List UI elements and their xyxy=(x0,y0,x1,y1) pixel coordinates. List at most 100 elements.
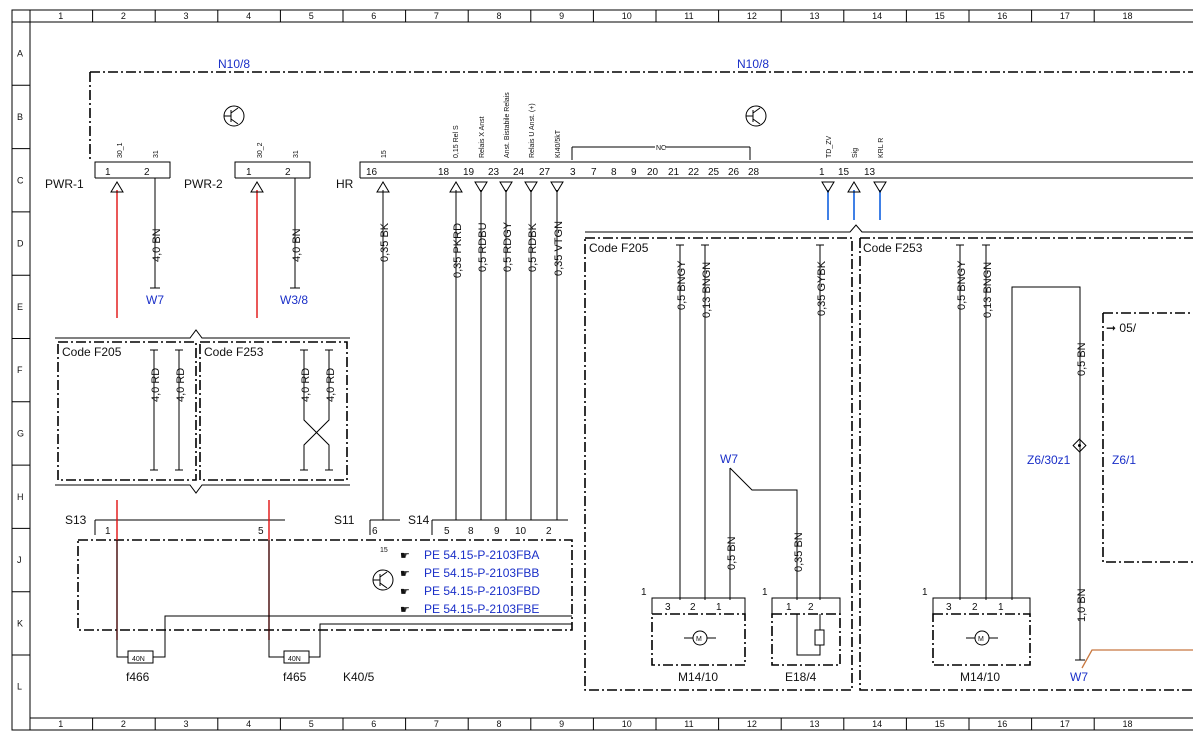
pin-number: 18 xyxy=(438,167,450,178)
wire-label: 0,35 GYBK xyxy=(816,260,828,316)
grid-column-label: 2 xyxy=(121,11,126,21)
component-pin-label: 1 xyxy=(922,587,928,598)
ground-w7-b: W7 xyxy=(720,452,738,466)
pin-name: 30_2 xyxy=(257,142,264,158)
wire-label: 4,0 RD xyxy=(300,368,312,402)
grid-column-label: 13 xyxy=(810,11,820,21)
s13-label: S13 xyxy=(65,513,87,527)
pin-number: 1 xyxy=(819,167,825,178)
pin-name: 31 xyxy=(293,150,300,158)
reference-link[interactable]: ☛ PE 54.15-P-2103FBE xyxy=(400,602,539,616)
code-f253-left-label: Code F253 xyxy=(204,345,264,359)
wire-label: 4,0 RD xyxy=(325,368,337,402)
wires-top: W7 W3/8 xyxy=(110,178,887,520)
pin-number: 19 xyxy=(463,167,475,178)
pin-number: 16 xyxy=(366,167,378,178)
motor-m14-10-a xyxy=(651,613,746,666)
pin-number: 1 xyxy=(246,167,252,178)
pin-number: 5 xyxy=(444,526,450,537)
grid-column-label: 9 xyxy=(559,11,564,21)
grid-frame xyxy=(11,9,1193,731)
pin-numbers: 1 2 1 2 16 18 19 23 24 27 3 7 8 9 20 21 … xyxy=(105,167,876,178)
motor-m14-10-b xyxy=(932,613,1031,666)
pin-number: 22 xyxy=(688,167,700,178)
pointer-hand-icon: ☛ xyxy=(400,604,410,616)
pin-name: 0,15 Rel S xyxy=(453,125,460,158)
grid-row-label: C xyxy=(17,175,24,185)
pin-number: 26 xyxy=(728,167,740,178)
m14-10-b-label: M14/10 xyxy=(960,670,1000,684)
code-option-block-left: Code F205 Code F253 4,0 RD 4,0 RD 4,0 RD… xyxy=(55,329,350,494)
motor-icon: M xyxy=(966,630,998,646)
pin-number: 1 xyxy=(786,602,792,613)
grid-column-label: 5 xyxy=(309,11,314,21)
component-pin-label: 1 xyxy=(762,587,768,598)
grid-row-label: A xyxy=(17,49,23,59)
grid-column-label: 15 xyxy=(935,719,945,729)
wire-label: 0,5 BNGY xyxy=(956,260,968,310)
code-f205-top-label: Code F205 xyxy=(589,241,649,255)
z6-30z1-label: Z6/30z1 xyxy=(1027,453,1071,467)
pin-number: 28 xyxy=(748,167,760,178)
pin-number: 1 xyxy=(105,167,111,178)
electronic-module-icon xyxy=(745,105,767,127)
grid-column-label: 3 xyxy=(184,719,189,729)
pin-name: Relais U Anst. (+) xyxy=(529,103,536,158)
reference-link[interactable]: ☛ PE 54.15-P-2103FBA xyxy=(400,548,539,562)
ground-w7-c: W7 xyxy=(1070,670,1088,684)
grid-column-label: 13 xyxy=(810,719,820,729)
grid-row-label: J xyxy=(17,555,22,565)
pin-number: 15 xyxy=(838,167,850,178)
grid-column-label: 2 xyxy=(121,719,126,729)
grid-column-label: 8 xyxy=(497,719,502,729)
pin-number: 6 xyxy=(372,526,378,537)
grid-row-label: B xyxy=(17,112,23,122)
pin-number: 2 xyxy=(285,167,291,178)
wire-label: 0,5 BNGY xyxy=(676,260,688,310)
ground-w7-a: W7 xyxy=(146,293,164,307)
pin-number: 24 xyxy=(513,167,525,178)
wire-label: 0,5 RDBU xyxy=(477,222,489,272)
wire-label: 0,35 BN xyxy=(793,532,805,572)
pin-number: 7 xyxy=(591,167,597,178)
svg-text:M: M xyxy=(978,636,984,643)
grid-column-label: 6 xyxy=(371,11,376,21)
wire-label: 0,5 BN xyxy=(726,536,738,570)
pin-number: 1 xyxy=(716,602,722,613)
grid-column-label: 3 xyxy=(184,11,189,21)
arrow-05-label: ➞ 05/ xyxy=(1106,321,1137,335)
wire-label: 0,35 BK xyxy=(379,222,391,262)
wire-label: 1,0 BN xyxy=(1076,588,1088,622)
reference-list: ☛ PE 54.15-P-2103FBA ☛ PE 54.15-P-2103FB… xyxy=(400,548,540,616)
grid-column-label: 7 xyxy=(434,719,439,729)
wire-label: 0,5 BN xyxy=(1076,342,1088,376)
heater-e18-4 xyxy=(771,613,841,666)
k40-5-module: S13 S11 S14 15 1 5 6 5 8 9 10 2 40N 40N … xyxy=(65,500,573,684)
pin-number: 8 xyxy=(468,526,474,537)
connector-strips: NC xyxy=(94,145,1193,179)
pin-number: 1 xyxy=(998,602,1004,613)
grid-column-label: 1 xyxy=(58,719,63,729)
pin-name: KRL R xyxy=(878,138,885,158)
reference-link[interactable]: ☛ PE 54.15-P-2103FBD xyxy=(400,584,540,598)
grid-column-label: 12 xyxy=(747,11,757,21)
grid-column-label: 14 xyxy=(872,719,882,729)
grid-row-label: G xyxy=(17,428,24,438)
pin-names: 30_1 31 30_2 31 15 0,15 Rel S Relais X A… xyxy=(117,92,885,158)
wire-label: 0,13 BNGN xyxy=(982,262,994,318)
pin-name: TD_ZV xyxy=(826,136,833,159)
grid-column-label: 10 xyxy=(622,11,632,21)
n10-8-module: N10/8 N10/8 xyxy=(89,57,1193,162)
pin-name: 15 xyxy=(381,150,388,158)
wire-label: 0,13 BNGN xyxy=(701,262,713,318)
pin-number: 2 xyxy=(972,602,978,613)
reference-link[interactable]: ☛ PE 54.15-P-2103FBB xyxy=(400,566,539,580)
pin-number: 9 xyxy=(494,526,500,537)
hr-label: HR xyxy=(336,177,354,191)
pin-number: 20 xyxy=(647,167,659,178)
grid-column-label: 16 xyxy=(997,719,1007,729)
k40-5-label: K40/5 xyxy=(343,670,375,684)
pin-number: 10 xyxy=(515,526,527,537)
wire-label: 0,35 PKRD xyxy=(452,223,464,278)
